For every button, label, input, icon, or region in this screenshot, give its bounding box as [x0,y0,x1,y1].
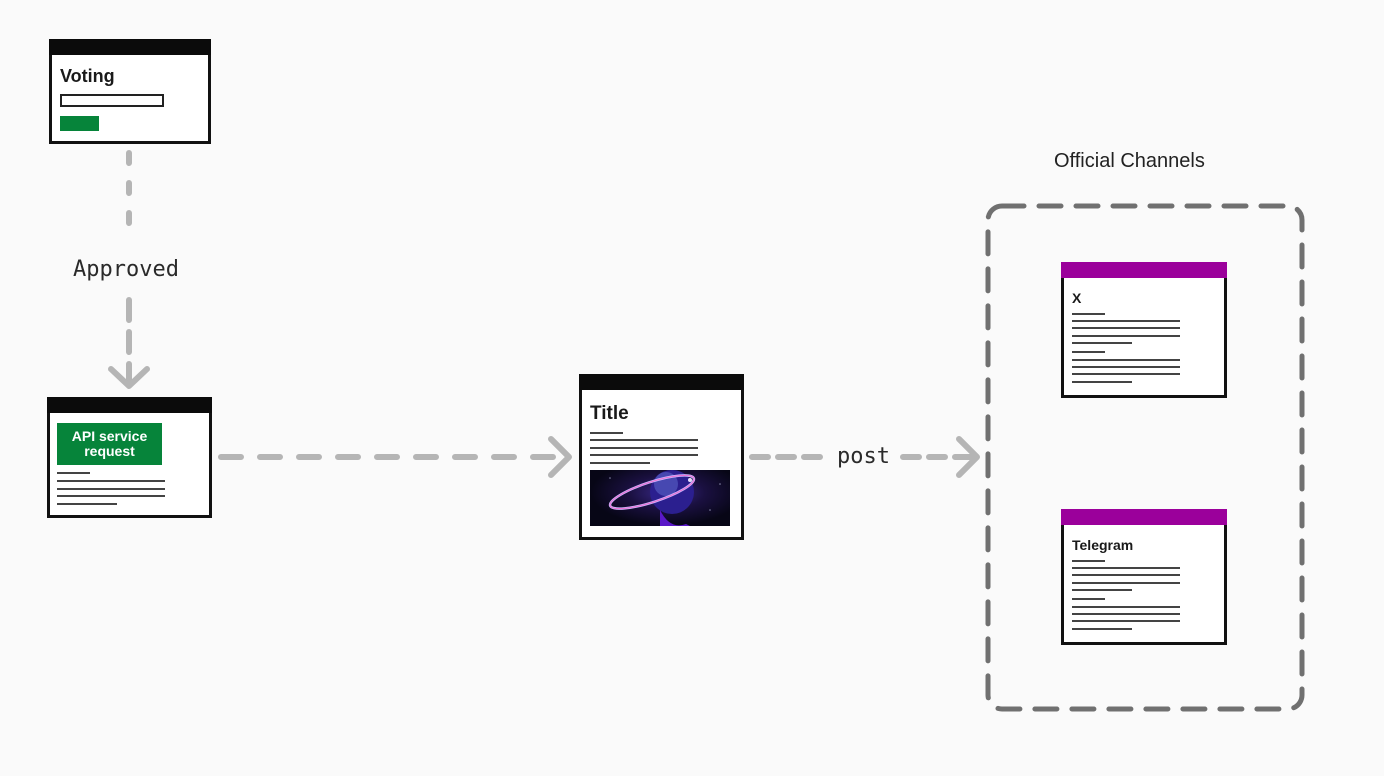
text-line [57,503,117,505]
official-channels-group-border [985,203,1305,712]
text-line [1072,381,1132,383]
text-line [57,488,165,490]
text-line [1072,589,1132,591]
vote-input-field[interactable] [60,94,164,107]
text-line [1072,574,1180,576]
card-header-bar [1061,262,1227,278]
voting-card[interactable]: Voting [49,39,211,144]
text-line [57,480,165,482]
text-line [1072,335,1180,337]
text-line [1072,313,1105,315]
official-channels-title: Official Channels [1054,150,1205,172]
text-line [590,447,698,449]
x-channel-title: X [1072,290,1082,306]
text-line [1072,351,1105,353]
text-line [1072,582,1180,584]
text-line [1072,327,1180,329]
post-title: Title [590,403,629,424]
card-header-bar [579,374,744,390]
api-request-badge: API service request [57,423,162,465]
text-line [590,439,698,441]
text-line [57,472,90,474]
telegram-channel-title: Telegram [1072,537,1134,553]
card-header-bar [49,39,211,55]
publish-arrowhead-icon [548,436,572,478]
text-line [1072,598,1105,600]
telegram-channel-card[interactable]: Telegram [1061,509,1227,645]
text-line [1072,320,1180,322]
api-request-title: API service request [71,428,148,459]
post-label: post [837,444,890,469]
text-line [1072,606,1180,608]
voting-title: Voting [60,66,115,86]
text-line [1072,567,1180,569]
text-line [1072,628,1132,630]
approved-arrowhead-icon [108,366,150,389]
planet-image [590,470,730,526]
approved-label: Approved [73,257,179,282]
planet-icon [608,470,721,526]
api-request-card[interactable]: API service request [47,397,212,518]
post-card[interactable]: Title [579,374,744,540]
card-header-bar [1061,509,1227,525]
card-header-bar [47,397,212,413]
vote-submit-button[interactable] [60,116,99,131]
text-line [1072,359,1180,361]
text-line [1072,373,1180,375]
text-line [590,432,623,434]
text-line [1072,560,1105,562]
post-arrowhead-icon [956,436,980,478]
text-line [1072,620,1180,622]
text-line [1072,613,1180,615]
x-channel-card[interactable]: X [1061,262,1227,398]
text-line [1072,366,1180,368]
text-line [57,495,165,497]
text-line [590,462,650,464]
text-line [590,454,698,456]
text-line [1072,342,1132,344]
